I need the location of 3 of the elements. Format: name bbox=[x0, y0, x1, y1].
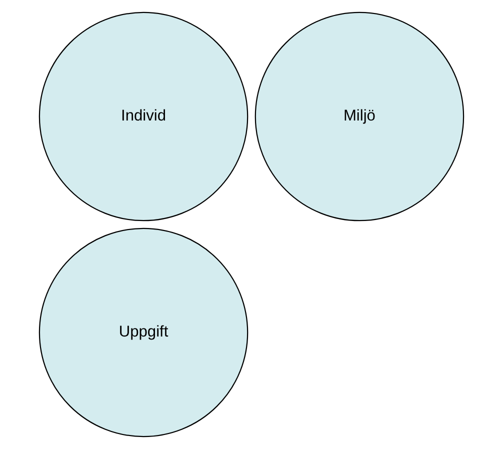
node-circle: Individ bbox=[38, 12, 248, 222]
node-circle: Miljö bbox=[254, 12, 464, 222]
node-circle: Uppgift bbox=[38, 228, 248, 438]
